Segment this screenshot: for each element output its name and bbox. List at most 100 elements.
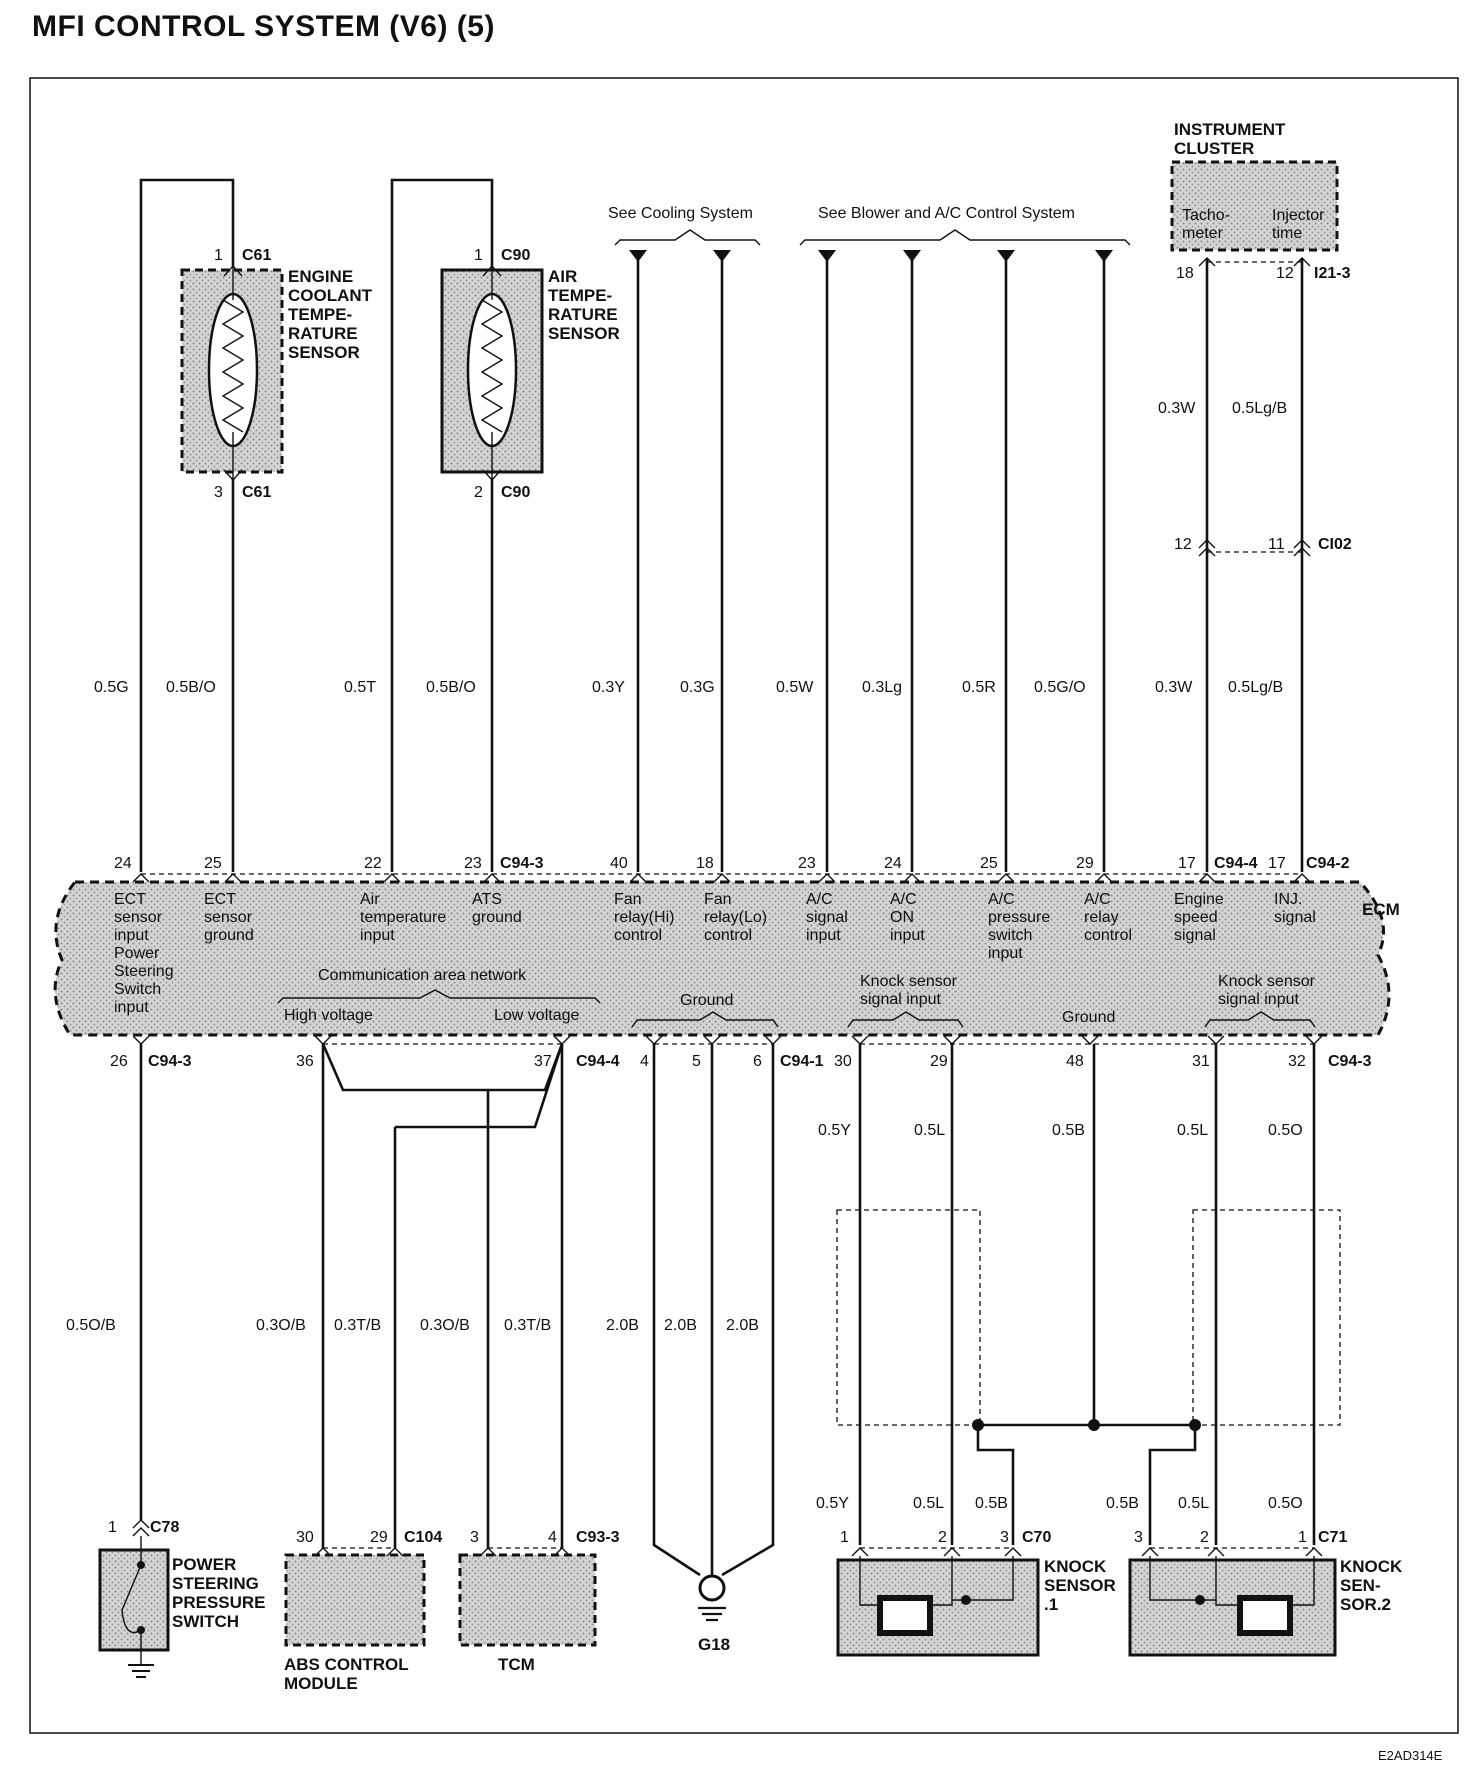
bottom-wire-labels-mid: 0.5O/B 0.3O/B 0.3T/B 0.3O/B 0.3T/B 2.0B … [66, 1317, 759, 1334]
instrument-cluster-label: INSTRUMENT CLUSTER [1174, 120, 1286, 158]
diagram-label: 31 [1192, 1053, 1210, 1070]
bottom-pin-numbers: 26 36 37 4 5 6 30 29 48 31 32 [110, 1053, 1306, 1070]
tcm-box [458, 1553, 597, 1647]
diagram-label: 37 [534, 1053, 552, 1070]
diagram-label: 0.5B/O [166, 679, 216, 696]
diagram-label: 11 [1268, 536, 1285, 553]
ground1-bracket [631, 1011, 779, 1028]
diagram-label: Low voltage [494, 1007, 579, 1024]
abs-module-label: ABS CONTROL MODULE [284, 1655, 409, 1693]
connector-ci02: CI02 [1318, 536, 1352, 553]
diagram-label: STEERING [172, 1574, 259, 1593]
diagram-path [132, 1035, 150, 1045]
diagram-path [553, 1035, 571, 1045]
diagram-frame [29, 77, 1459, 1734]
diagram-label: control [614, 927, 662, 944]
ground-g18-icon [698, 1574, 726, 1602]
diagram-label: C61 [242, 484, 271, 501]
diagram-label: 29 [930, 1053, 948, 1070]
diagram-label: signal [1274, 909, 1316, 926]
diagram-label: 18 [1176, 265, 1194, 282]
diagram-label: SENSOR [288, 343, 360, 362]
diagram-label: ATS [472, 891, 502, 908]
diagram-label: 1 [474, 247, 483, 264]
diagram-label: 0.3W [1158, 400, 1196, 417]
diagram-path [1207, 1035, 1225, 1045]
diagram-label: 2 [938, 1529, 947, 1546]
wire-ect-signal [139, 178, 235, 872]
diagram-label: 2.0B [606, 1317, 639, 1334]
diagram-label: input [890, 927, 925, 944]
diagram-path [818, 250, 836, 262]
diagram-path [997, 250, 1015, 262]
diagram-label: Air [360, 891, 380, 908]
diagram-label: 6 [753, 1053, 762, 1070]
diagram-path [121, 1609, 142, 1634]
diagram-label: time [1272, 225, 1302, 242]
diagram-path [713, 250, 731, 262]
diagram-path [698, 1606, 726, 1622]
diagram-label: 30 [834, 1053, 852, 1070]
diagram-path [1198, 539, 1216, 557]
diagram-label: input [806, 927, 841, 944]
diagram-label: 1 [108, 1519, 117, 1536]
connector-c70: C70 [1022, 1529, 1051, 1546]
diagram-path [480, 299, 504, 433]
diagram-label: COOLANT [288, 286, 373, 305]
diagram-label: 30 [296, 1529, 314, 1546]
diagram-path [645, 1035, 663, 1045]
diagram-label: meter [1182, 225, 1224, 242]
diagram-label: 12 [1276, 265, 1294, 282]
diagram-label: KNOCK [1044, 1557, 1107, 1576]
diagram-label: 0.5O [1268, 1495, 1303, 1512]
diagram-label: 2 [1200, 1529, 1209, 1546]
blower-bracket [799, 229, 1131, 246]
diagram-label: POWER [172, 1555, 236, 1574]
diagram-label: 12 [1174, 536, 1192, 553]
diagram-path [1198, 257, 1311, 267]
diagram-label: ABS CONTROL [284, 1655, 409, 1674]
diagram-label: 0.5L [913, 1495, 944, 1512]
diagram-label: C90 [501, 484, 530, 501]
diagram-label: 1 [840, 1529, 849, 1546]
knock-sensor2-element-icon [1237, 1595, 1293, 1636]
diagram-label: 1 [214, 247, 223, 264]
diagram-label: 0.5B/O [426, 679, 476, 696]
diagram-label: ground [472, 909, 522, 926]
ref-blower: See Blower and A/C Control System [818, 205, 1075, 222]
diagram-label: C94-3 [500, 855, 544, 872]
bottom-wire-labels-lower: 0.5Y 0.5L 0.5B 0.5B 0.5L 0.5O [816, 1495, 1303, 1512]
diagram-path [479, 1547, 571, 1557]
diagram-label: sensor [114, 909, 163, 926]
diagram-label: 0.3G [680, 679, 715, 696]
diagram-circle [961, 1595, 971, 1605]
tacho-label: Tacho- [1182, 207, 1230, 224]
diagram-label: 0.3Y [592, 679, 625, 696]
connector-c93: C93-3 [576, 1529, 620, 1546]
diagram-label: PRESSURE [172, 1593, 266, 1612]
diagram-label: C94-4 [576, 1053, 620, 1070]
injector-label: Injector [1272, 207, 1325, 224]
diagram-label: SWITCH [172, 1612, 239, 1631]
diagram-label: A/C [806, 891, 833, 908]
knock2-bracket [1204, 1011, 1316, 1028]
ps-switch-box [98, 1548, 170, 1652]
tcm-label: TCM [498, 1655, 535, 1674]
top-wire-labels: 0.5G 0.5B/O 0.5T 0.5B/O 0.3Y 0.3G 0.5W 0… [94, 679, 1283, 696]
diagram-label: 0.5G/O [1034, 679, 1086, 696]
wire-knock2-shield [1148, 1425, 1197, 1545]
diagram-label: 3 [1000, 1529, 1009, 1546]
diagram-label: 0.5L [914, 1122, 945, 1139]
diagram-label: 3 [1134, 1529, 1143, 1546]
diagram-label: 0.5B [1052, 1122, 1085, 1139]
diagram-label: SEN- [1340, 1576, 1381, 1595]
diagram-label: relay [1084, 909, 1119, 926]
diagram-label: CLUSTER [1174, 139, 1254, 158]
wire-knock1-shield [976, 1425, 1015, 1545]
connector-c104: C104 [404, 1529, 442, 1546]
diagram-label: 2.0B [726, 1317, 759, 1334]
diagram-label: 32 [1288, 1053, 1306, 1070]
diagram-circle [1088, 1419, 1100, 1431]
diagram-label: 0.5B [1106, 1495, 1139, 1512]
